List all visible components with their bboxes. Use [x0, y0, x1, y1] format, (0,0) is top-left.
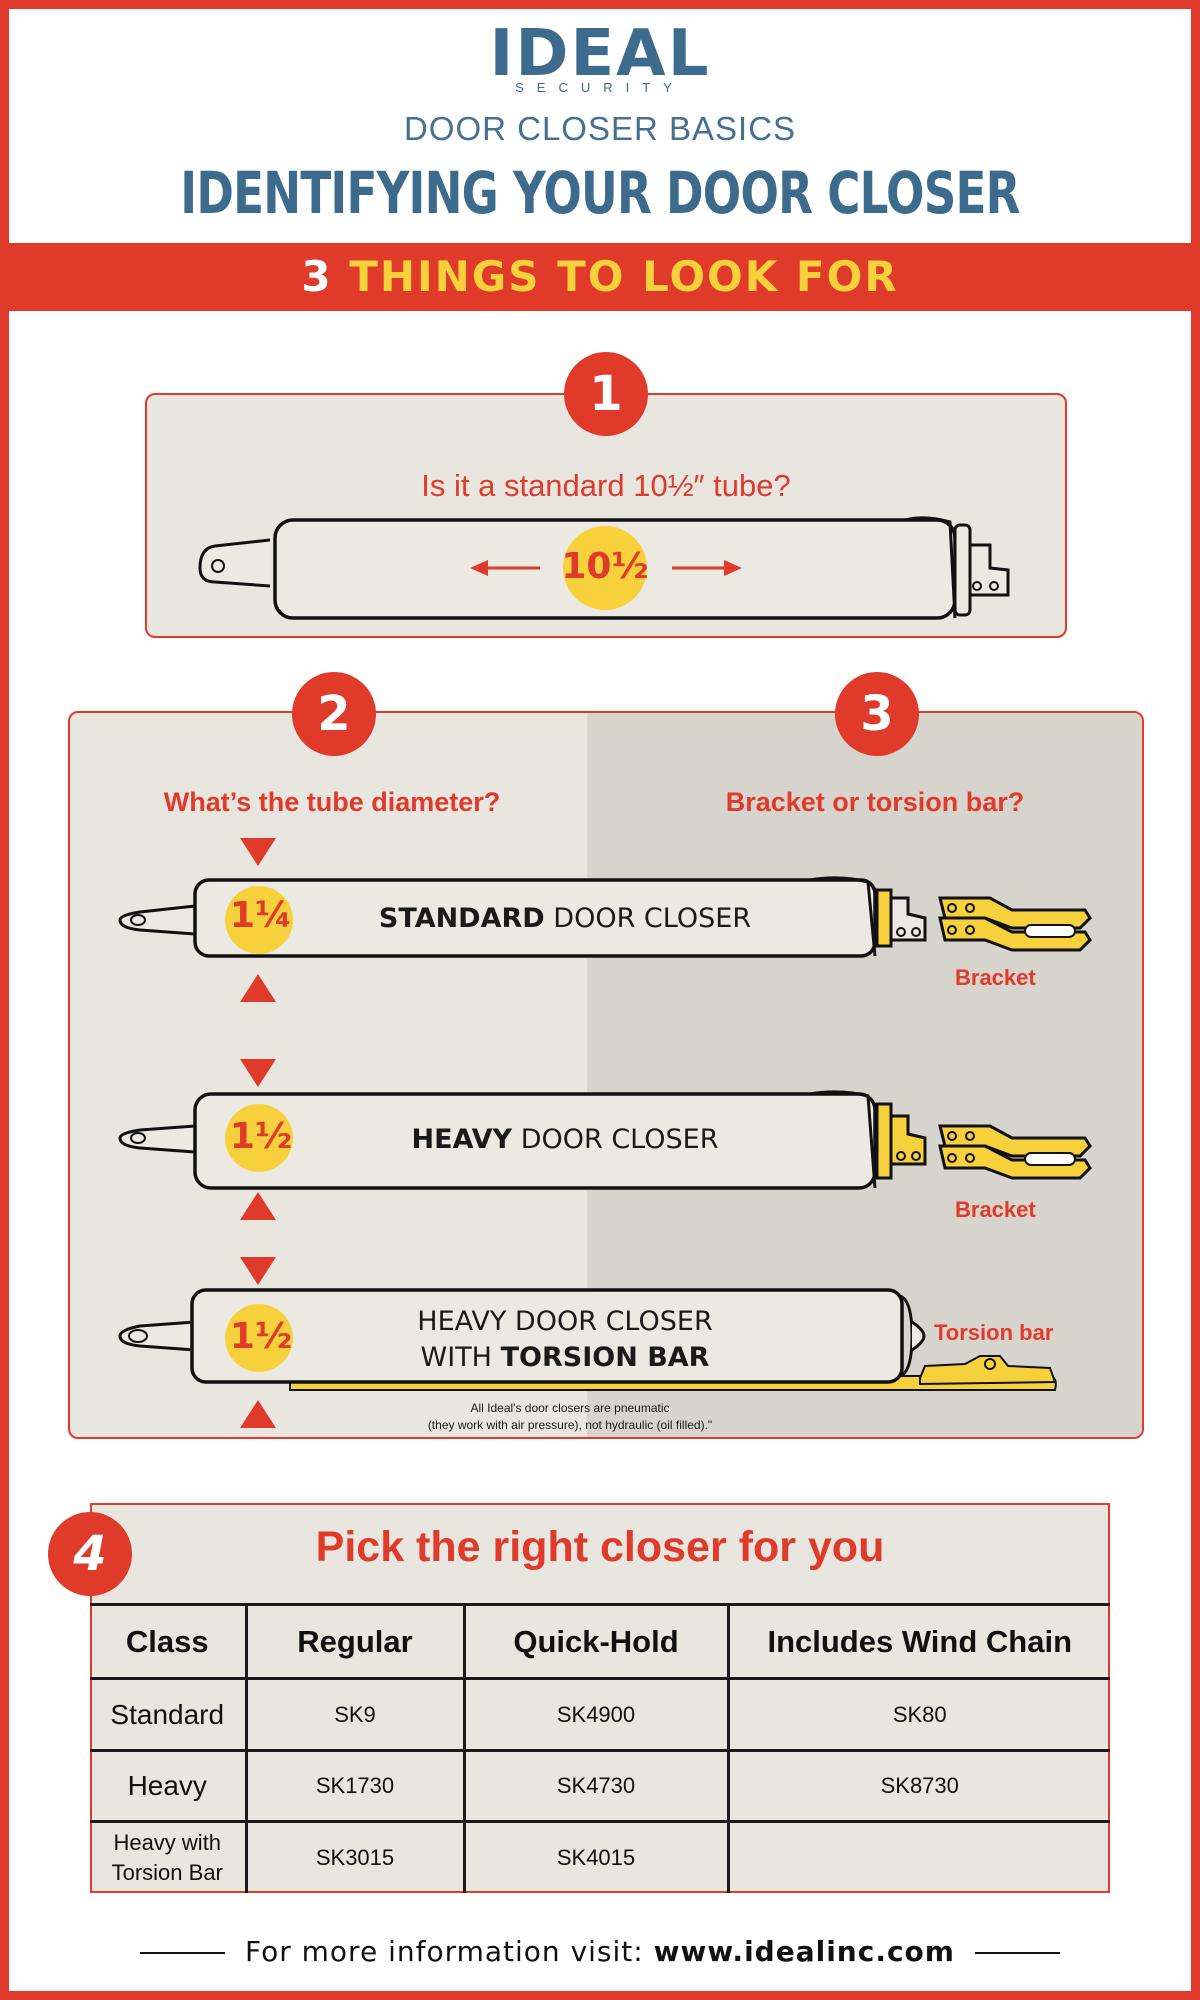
closer-label-standard-rest: DOOR CLOSER	[553, 903, 752, 934]
closer-label-standard: STANDARD DOOR CLOSER	[290, 903, 840, 934]
col-header-quick-hold: Quick-Hold	[462, 1602, 730, 1681]
closer-label-torsion-plain: WITH	[420, 1342, 492, 1373]
footnote-line2: (they work with air pressure), not hydra…	[427, 1418, 713, 1432]
diameter-torsion: 1½	[229, 1316, 293, 1357]
brand-subtitle: SECURITY	[515, 80, 685, 95]
step-1-badge: 1	[564, 352, 648, 436]
closer-label-heavy-bold: HEAVY	[411, 1124, 513, 1155]
footer-prefix: For more information visit:	[245, 1935, 644, 1968]
row-class: Standard	[90, 1677, 248, 1752]
step-3-badge: 3	[835, 672, 919, 756]
closer-label-torsion: HEAVY DOOR CLOSER WITH TORSION BAR	[290, 1304, 840, 1376]
diameter-heavy: 1½	[229, 1116, 293, 1157]
banner-number: 3	[301, 252, 333, 301]
row-class: Heavy	[90, 1748, 248, 1824]
closer-label-torsion-bold: TORSION BAR	[500, 1342, 710, 1373]
table-cell	[726, 1820, 1110, 1893]
closer-label-heavy: HEAVY DOOR CLOSER	[290, 1124, 840, 1155]
closer-diagram-standard	[118, 876, 1092, 958]
footer-rule-right	[974, 1952, 1060, 1954]
footer-link[interactable]: www.idealinc.com	[653, 1935, 955, 1968]
col-header-class: Class	[90, 1602, 248, 1681]
part-label-bracket-standard: Bracket	[955, 965, 1036, 990]
closer-diagram-step1	[198, 516, 1010, 620]
table-cell: SK8730	[726, 1748, 1110, 1824]
table-header-row: Class Regular Quick-Hold Includes Wind C…	[90, 1602, 1110, 1681]
pneumatic-footnote: All Ideal's door closers are pneumatic (…	[390, 1400, 750, 1434]
banner-text: THINGS TO LOOK FOR	[349, 252, 899, 301]
table-cell: SK1730	[244, 1748, 466, 1824]
closer-diagram-heavy	[118, 1090, 1092, 1190]
part-label-bracket-heavy: Bracket	[955, 1197, 1036, 1222]
step-2-badge: 2	[292, 672, 376, 756]
row-class: Heavy with Torsion Bar	[90, 1820, 248, 1893]
table-row: Heavy SK1730 SK4730 SK8730	[90, 1748, 1110, 1824]
closer-label-heavy-rest: DOOR CLOSER	[520, 1124, 719, 1155]
page-kicker: DOOR CLOSER BASICS	[403, 110, 797, 147]
table-row: Standard SK9 SK4900 SK80	[90, 1677, 1110, 1752]
step-3-question: Bracket or torsion bar?	[725, 787, 1025, 817]
tube-length-value: 10½	[561, 546, 649, 587]
row-class-line1: Heavy with	[113, 1830, 222, 1856]
table-cell: SK4730	[462, 1748, 730, 1824]
table-cell: SK4015	[462, 1820, 730, 1893]
col-header-wind-chain: Includes Wind Chain	[726, 1602, 1110, 1681]
closer-label-standard-bold: STANDARD	[378, 903, 545, 934]
table-cell: SK3015	[244, 1820, 466, 1893]
row-class-line2: Torsion Bar	[111, 1860, 223, 1886]
footer: For more information visit: www.idealinc…	[0, 1935, 1200, 1968]
table-cell: SK4900	[462, 1677, 730, 1752]
step-4-title: Pick the right closer for you	[315, 1523, 885, 1571]
step-1-question: Is it a standard 10½″ tube?	[421, 468, 791, 503]
footer-rule-left	[140, 1952, 226, 1954]
part-label-torsion-bar: Torsion bar	[934, 1320, 1054, 1345]
table-cell: SK80	[726, 1677, 1110, 1752]
page-title: IDENTIFYING YOUR DOOR CLOSER	[180, 159, 1020, 227]
diameter-standard: 1¼	[229, 895, 293, 936]
footnote-line1: All Ideal's door closers are pneumatic	[470, 1401, 670, 1415]
diameter-arrows	[240, 838, 276, 1428]
step-4-badge: 4	[48, 1512, 132, 1596]
closer-diagram-torsion	[118, 1288, 1057, 1391]
closer-table: Class Regular Quick-Hold Includes Wind C…	[90, 1602, 1110, 1893]
closer-label-torsion-line1: HEAVY DOOR CLOSER	[417, 1306, 713, 1337]
section-banner: 3 THINGS TO LOOK FOR	[0, 243, 1200, 311]
col-header-regular: Regular	[244, 1602, 466, 1681]
step-2-question: What’s the tube diameter?	[163, 787, 501, 817]
closer-label-torsion-line2: WITH TORSION BAR	[290, 1340, 840, 1376]
table-cell: SK9	[244, 1677, 466, 1752]
table-row: Heavy with Torsion Bar SK3015 SK4015	[90, 1820, 1110, 1893]
brand-logo: IDEAL	[489, 17, 711, 91]
